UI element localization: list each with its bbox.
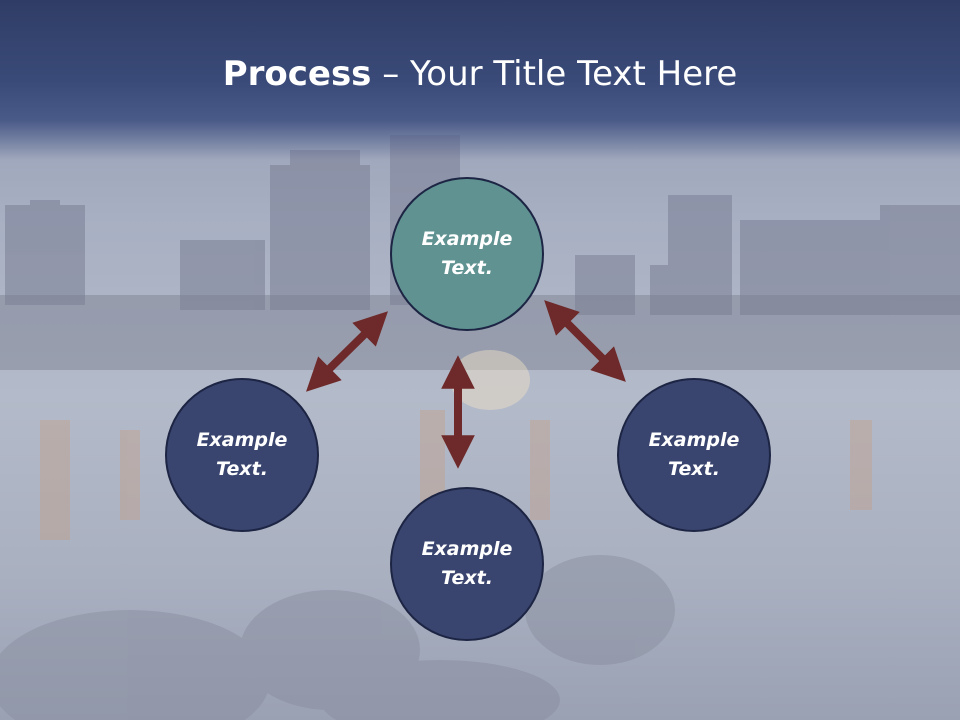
- process-node-right[interactable]: Example Text.: [617, 378, 771, 532]
- process-node-top[interactable]: Example Text.: [390, 177, 544, 331]
- process-node-right-text: Example Text.: [648, 429, 740, 480]
- title-bar: [0, 0, 960, 160]
- title-bold: Process: [222, 54, 372, 94]
- process-node-top-text: Example Text.: [421, 228, 513, 279]
- arrow-left-top: [306, 311, 388, 392]
- arrow-right-top: [544, 300, 626, 382]
- process-node-bottom[interactable]: Example Text.: [390, 487, 544, 641]
- process-node-bottom-text: Example Text.: [421, 538, 513, 589]
- slide-title[interactable]: Process – Your Title Text Here: [0, 52, 960, 96]
- process-node-left-text: Example Text.: [196, 429, 288, 480]
- title-rest: – Your Title Text Here: [371, 54, 738, 94]
- process-node-left[interactable]: Example Text.: [165, 378, 319, 532]
